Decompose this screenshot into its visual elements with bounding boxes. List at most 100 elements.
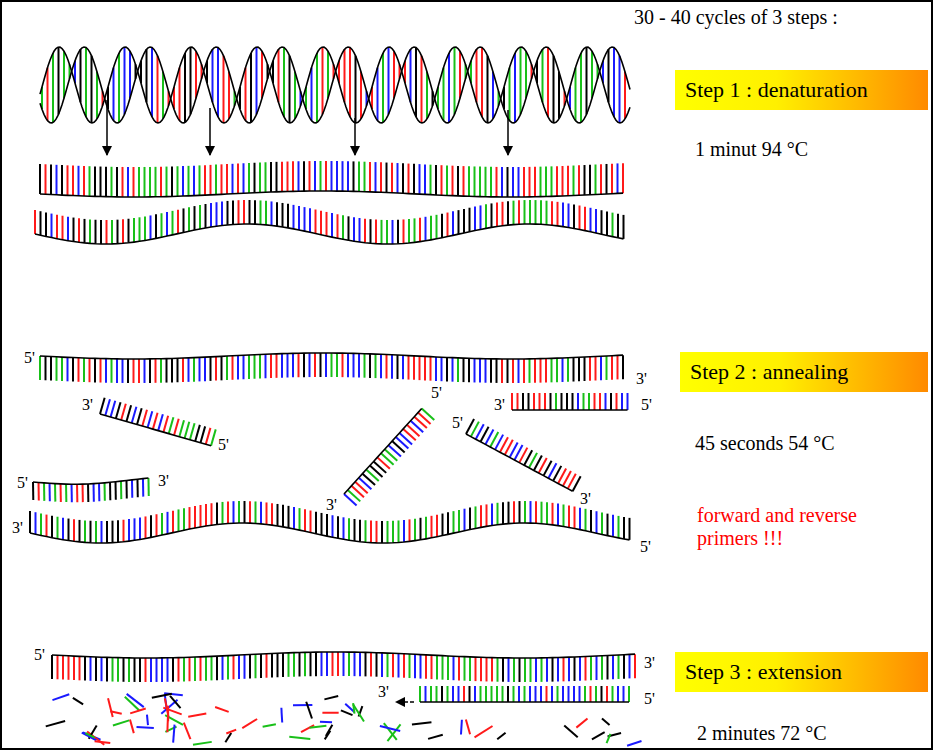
base-tick [204,165,206,195]
base-tick [546,201,548,225]
base-pair [443,68,445,121]
down-arrow [106,100,108,155]
nucleotide [326,725,333,736]
base-tick [519,658,521,682]
base-tick [562,686,564,702]
base-pair [58,47,60,114]
base-pair [547,48,549,117]
base-tick [216,202,218,226]
base-tick [583,393,585,410]
base-tick [270,162,272,192]
base-tick [528,393,530,410]
backbone [344,409,422,494]
base-tick [106,657,108,681]
base-tick [120,481,122,499]
base-tick [512,359,514,383]
base-tick [369,354,371,378]
base-tick [485,204,487,228]
base-tick [188,358,190,382]
base-tick [573,686,575,702]
base-tick [436,515,438,537]
base-tick [612,515,614,537]
base-tick [535,501,537,523]
base-tick [578,165,580,195]
base-pair [162,72,164,119]
base-tick [288,506,290,528]
base-tick [243,200,245,224]
base-tick [606,164,608,194]
base-pair [553,56,555,123]
base-tick [54,484,56,502]
base-tick [441,165,443,195]
base-tick [601,686,603,702]
base-tick [281,162,283,192]
base-tick [617,163,619,193]
base-tick [524,200,526,224]
base-tick [293,205,295,229]
base-tick [314,161,316,191]
base-tick [127,167,129,197]
base-tick [193,166,195,196]
nucleotide [73,698,83,704]
base-tick [315,210,317,234]
base-tick [408,356,410,380]
base-tick [552,658,554,682]
base-tick [314,353,316,377]
step-condition: 1 minut 94 °C [695,138,808,161]
base-tick [72,166,74,196]
base-tick [480,505,482,527]
base-tick [122,359,124,383]
base-tick [215,165,217,195]
base-tick [337,516,339,538]
base-tick [144,359,146,383]
base-tick [425,686,427,702]
base-tick [343,517,345,539]
base-tick [585,509,587,531]
base-pair [454,47,456,114]
base-tick [343,652,345,676]
base-tick [39,164,41,194]
base-tick [83,358,85,382]
base-tick [221,164,223,194]
base-tick [136,479,138,497]
base-tick [599,393,601,410]
base-tick [320,353,322,377]
backbone [52,652,635,658]
base-tick [45,212,47,236]
base-tick [326,514,328,536]
step-condition: 45 seconds 54 °C [695,432,835,455]
base-tick [556,358,558,382]
base-tick [431,655,433,679]
base-tick [49,483,51,501]
base-tick [601,512,603,534]
base-tick [199,165,201,195]
base-pair [393,51,395,98]
strand-end: 3' [12,519,23,537]
base-tick [60,484,62,502]
base-tick [513,686,515,702]
primer [33,478,149,502]
primer [512,393,628,410]
base-tick [563,657,565,681]
base-tick [408,219,410,243]
base-tick [551,166,553,196]
base-tick [145,658,147,682]
base-tick [200,657,202,681]
base-pair [426,72,428,119]
base-tick [183,508,185,530]
base-pair [250,53,252,122]
base-tick [337,652,339,676]
base-pair [289,56,291,123]
base-pair [311,68,313,121]
base-tick [122,219,124,243]
base-tick [185,422,190,438]
base-tick [574,657,576,681]
base-tick [303,353,305,377]
base-pair [256,47,258,114]
base-tick [441,686,443,702]
base-tick [446,165,448,195]
base-tick [104,483,106,501]
base-tick [457,358,459,382]
base-tick [271,503,273,525]
base-tick [441,357,443,381]
